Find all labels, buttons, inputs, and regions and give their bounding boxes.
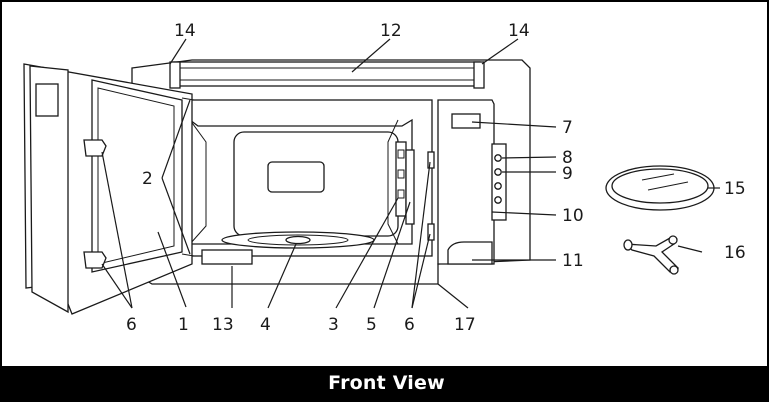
callout-6-right: 6 <box>404 315 415 335</box>
knob-9 <box>494 168 502 176</box>
label-plate <box>201 249 253 265</box>
callout-9: 9 <box>562 164 573 184</box>
door-latch-top <box>83 139 107 157</box>
roller-ring <box>623 235 680 275</box>
top-vent-grille <box>173 61 481 87</box>
door-open-button <box>447 241 493 265</box>
callout-14-right: 14 <box>508 21 530 41</box>
callout-13: 13 <box>212 315 234 335</box>
caption-title: Front View <box>328 372 445 394</box>
control-panel <box>437 99 507 265</box>
callout-7: 7 <box>562 118 573 138</box>
callout-15: 15 <box>724 179 746 199</box>
oven-cavity <box>189 118 413 245</box>
turntable-support <box>221 231 375 249</box>
callout-17: 17 <box>454 315 476 335</box>
callout-4: 4 <box>260 315 271 335</box>
vent-end-left <box>169 61 181 89</box>
callout-12: 12 <box>380 21 402 41</box>
callout-1: 1 <box>178 315 189 335</box>
callout-10: 10 <box>562 206 584 226</box>
knob-8 <box>494 154 502 162</box>
cavity-side-panel <box>405 149 415 225</box>
callout-6-left: 6 <box>126 315 137 335</box>
callout-14-left: 14 <box>174 21 196 41</box>
callout-8: 8 <box>562 148 573 168</box>
callout-11: 11 <box>562 251 584 271</box>
display-window <box>451 113 481 129</box>
callout-labels: 14 12 14 2 7 8 9 10 11 15 16 6 1 13 4 3 … <box>126 21 746 335</box>
door-latch-bottom <box>83 251 107 269</box>
door-emblem <box>35 83 59 117</box>
callout-5: 5 <box>366 315 377 335</box>
latch-hole-top <box>427 151 435 169</box>
vent-end-right <box>473 61 485 89</box>
latch-hole-bottom <box>427 223 435 241</box>
callout-3: 3 <box>328 315 339 335</box>
microwave-front-view-illustration: 14 12 14 2 7 8 9 10 11 15 16 6 1 13 4 3 … <box>23 21 746 335</box>
callout-2: 2 <box>142 169 153 189</box>
callout-16: 16 <box>724 243 746 263</box>
leader-lines <box>101 38 720 309</box>
open-door <box>23 63 195 315</box>
glass-tray <box>605 165 715 211</box>
waveguide-cover <box>395 141 407 217</box>
caption-bar: Front View <box>2 366 769 400</box>
